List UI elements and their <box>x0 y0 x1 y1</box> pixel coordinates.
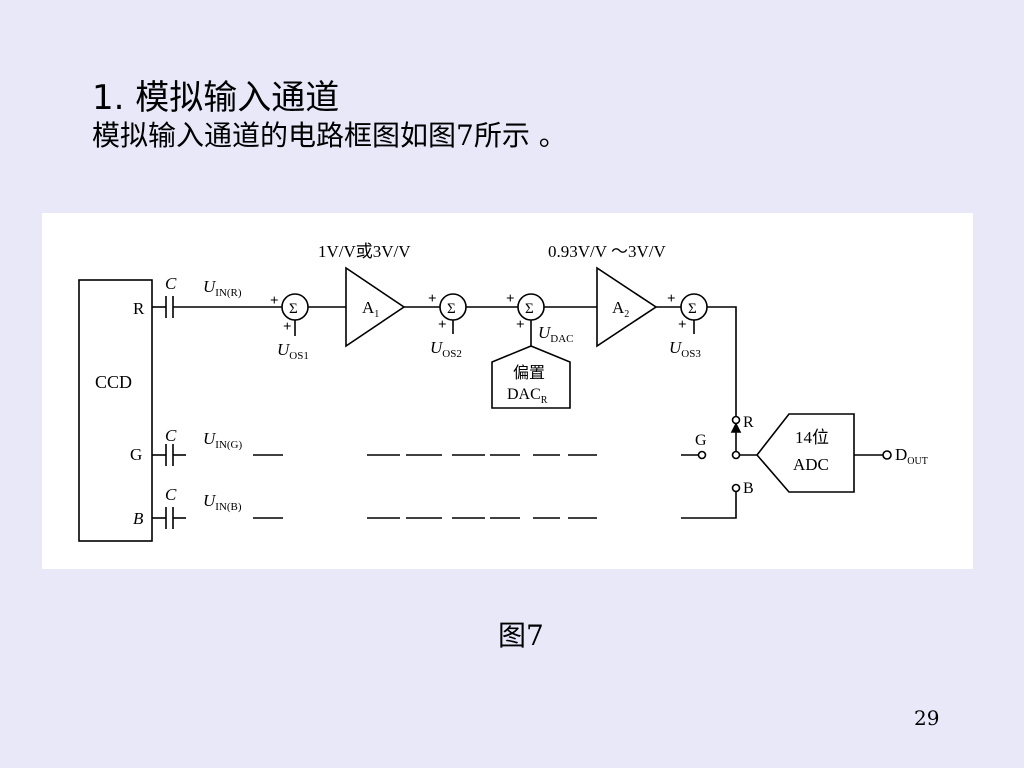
summer-3-plus-bottom: + <box>516 317 525 333</box>
input-label-g: UIN(G) <box>203 429 242 451</box>
summer-4-sigma: Σ <box>688 301 697 317</box>
gain-label-1: 1V/V或3V/V <box>318 242 411 261</box>
switch-arrow-icon <box>730 422 742 433</box>
summer-2-sigma: Σ <box>447 301 456 317</box>
summer-1-plus-left: + <box>270 293 279 309</box>
ccd-port-r: R <box>133 299 145 318</box>
capacitor-label-b: C <box>165 485 177 504</box>
offset-label-os2: UOS2 <box>430 338 462 360</box>
capacitor-label-r: C <box>165 274 177 293</box>
ccd-port-g: G <box>130 445 142 464</box>
slide-heading: 1. 模拟输入通道 <box>92 78 340 118</box>
summer-1-plus-bottom: + <box>283 319 292 335</box>
summer-3-sigma: Σ <box>525 301 534 317</box>
switch-label-r: R <box>743 414 754 431</box>
input-label-b: UIN(B) <box>203 491 242 513</box>
summer-4-plus-left: + <box>667 291 676 307</box>
bias-dac-line2: DACR <box>507 386 548 406</box>
circuit-diagram-panel: CCD R G B C C C UIN(R) UIN(G) UIN(B) Σ <box>42 213 973 569</box>
amplifier-a1 <box>345 266 406 348</box>
summer-2-plus-bottom: + <box>438 317 447 333</box>
wire-to-switch-r <box>707 306 737 416</box>
summer-1-sigma: Σ <box>289 301 298 317</box>
adc-line2: ADC <box>793 455 829 474</box>
summer-2-plus-left: + <box>428 291 437 307</box>
capacitor-label-g: C <box>165 426 177 445</box>
amplifier-a1-label: A1 <box>362 298 379 320</box>
switch-contact-g <box>697 450 707 460</box>
circuit-diagram: CCD R G B C C C UIN(R) UIN(G) UIN(B) Σ <box>78 242 928 542</box>
summer-3-plus-left: + <box>506 291 515 307</box>
capacitor-r <box>152 296 174 318</box>
bias-dac-block <box>491 345 571 409</box>
output-label: DOUT <box>895 445 928 467</box>
adc-block <box>755 413 855 493</box>
offset-label-dac: UDAC <box>538 323 574 345</box>
capacitor-b <box>152 507 174 529</box>
switch-common <box>731 450 741 460</box>
ccd-label: CCD <box>95 372 132 392</box>
ccd-port-b: B <box>133 509 144 528</box>
slide-description: 模拟输入通道的电路框图如图7所示 。 <box>92 119 567 152</box>
b-channel-wires <box>173 492 737 519</box>
input-label-r: UIN(R) <box>203 277 242 299</box>
amplifier-a2 <box>596 266 658 348</box>
figure-caption: 图7 <box>498 619 544 652</box>
output-terminal <box>882 450 892 460</box>
switch-contact-b <box>731 483 741 493</box>
bias-dac-line1: 偏置 <box>513 364 545 382</box>
page-number: 29 <box>914 706 940 730</box>
switch-label-b: B <box>743 480 754 497</box>
ccd-block <box>78 279 153 542</box>
adc-line1: 14位 <box>795 428 829 447</box>
summer-4-plus-bottom: + <box>678 317 687 333</box>
switch-label-g: G <box>695 432 707 449</box>
amplifier-a2-label: A2 <box>612 298 629 320</box>
gain-label-2: 0.93V/V ～3V/V <box>548 242 666 261</box>
capacitor-g <box>152 444 174 466</box>
offset-label-os3: UOS3 <box>669 338 701 360</box>
offset-label-os1: UOS1 <box>277 340 309 362</box>
